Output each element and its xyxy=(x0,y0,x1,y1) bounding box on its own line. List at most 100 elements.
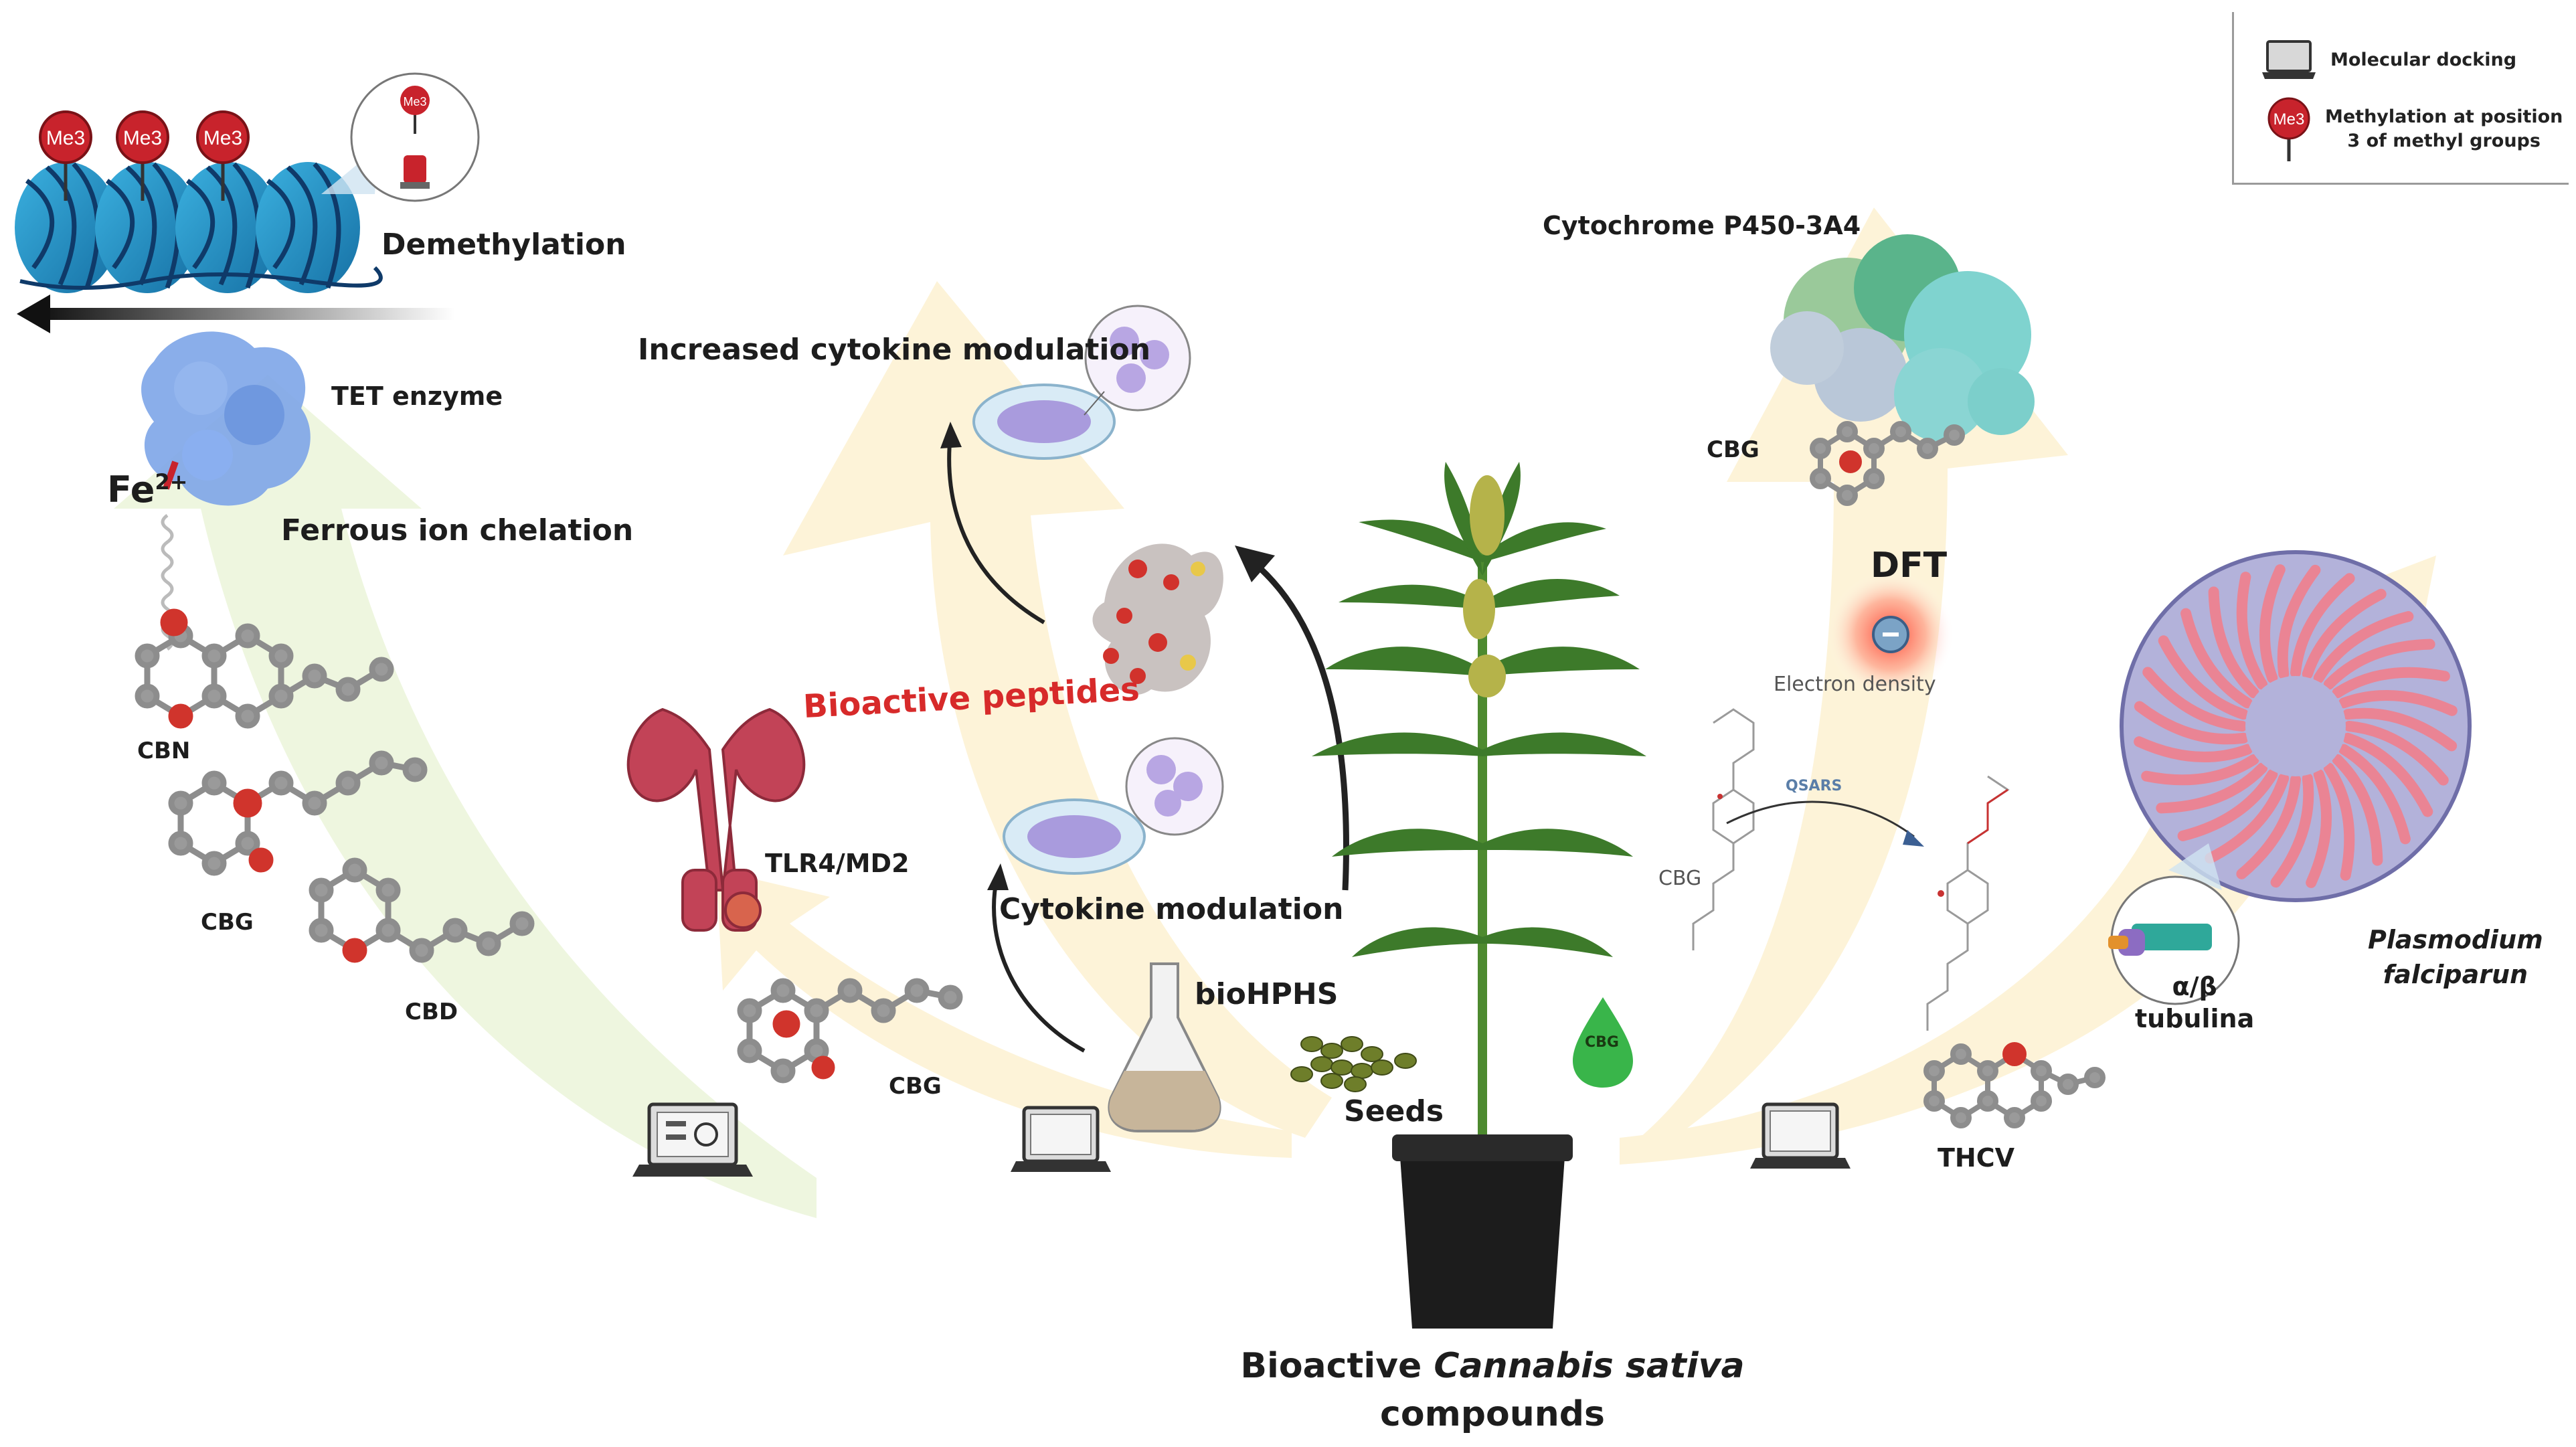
yellow-arrow-tlr xyxy=(716,870,1292,1158)
plasmodium-parasite xyxy=(2120,550,2472,902)
plasmodium-spoke xyxy=(2338,689,2458,716)
legend-methylation-text: Methylation at position 3 of methyl grou… xyxy=(2325,105,2563,153)
label-electron-density: Electron density xyxy=(1774,673,1936,696)
me3-marker-icon: Me3 xyxy=(2267,97,2310,161)
tet-enzyme-protein xyxy=(141,331,311,506)
label-thcv: THCV xyxy=(1938,1143,2015,1173)
plasmodium-line2: falciparun xyxy=(2383,960,2528,989)
label-ferrous-chelation: Ferrous ion chelation xyxy=(281,513,634,547)
label-cbg-qsar: CBG xyxy=(1658,867,1702,890)
label-tlr4-md2: TLR4/MD2 xyxy=(765,849,910,878)
label-demethylation: Demethylation xyxy=(381,228,626,262)
legend-row-methylation: Me3 Methylation at position 3 of methyl … xyxy=(2261,96,2563,163)
svg-text:Me3: Me3 xyxy=(2273,110,2305,129)
molecule-cbg-tlr xyxy=(737,978,963,1084)
plant-pot xyxy=(1392,1134,1573,1329)
label-cbg-tlr: CBG xyxy=(889,1073,942,1100)
laptop-docking-icon xyxy=(1750,1102,1851,1169)
laptop-docking-icon xyxy=(1011,1106,1111,1172)
label-seeds: Seeds xyxy=(1344,1094,1444,1128)
curved-arrow-to-peptides xyxy=(1243,553,1349,891)
plasmodium-spoke xyxy=(2332,667,2450,699)
plasmodium-spoke xyxy=(2134,736,2253,763)
cytochrome-protein xyxy=(1770,234,2035,442)
seeds-pile xyxy=(1290,1036,1417,1092)
laptop-icon xyxy=(2262,40,2316,79)
plasmodium-spoke xyxy=(2205,772,2290,864)
label-fe-ion: Fe2+ xyxy=(107,469,187,511)
plasmodium-spoke xyxy=(2270,772,2314,888)
plasmodium-spoke xyxy=(2134,701,2249,745)
petri-dish-cytokine xyxy=(1003,737,1224,875)
plasmodium-line1: Plasmodium xyxy=(2368,925,2543,954)
plasmodium-spoke xyxy=(2208,586,2259,699)
petri-dish-increased xyxy=(972,305,1191,460)
plasmodium-spoke xyxy=(2342,707,2458,752)
svg-text:Me3: Me3 xyxy=(203,127,242,149)
label-cbg-left: CBG xyxy=(201,909,254,936)
label-qsars: QSARS xyxy=(1786,778,1842,794)
fe-symbol: Fe xyxy=(107,469,155,511)
plasmodium-spoke xyxy=(2323,639,2435,690)
plasmodium-spoke xyxy=(2290,573,2355,678)
zoom-inset-demethylation: Me3 xyxy=(321,72,480,202)
label-plasmodium: Plasmodium falciparun xyxy=(2368,922,2543,992)
flask-biohphs xyxy=(1108,962,1221,1132)
label-tet-enzyme: TET enzyme xyxy=(331,381,503,411)
peptide-structure xyxy=(1092,543,1223,695)
title-word-bioactive: Bioactive xyxy=(1240,1346,1434,1386)
label-cbd: CBD xyxy=(405,999,458,1025)
molecule-thcv xyxy=(1923,1042,2106,1128)
arrow-head xyxy=(1903,830,1924,847)
plasmodium-spoke xyxy=(2332,754,2383,866)
legend-row-docking: Molecular docking xyxy=(2261,39,2516,82)
qsar-arrow xyxy=(1726,800,1915,838)
main-title-line2: compounds xyxy=(1380,1394,1605,1434)
yellow-curved-arrow-immune xyxy=(783,281,1332,1138)
plasmodium-spoke xyxy=(2323,762,2355,881)
label-cbg-cytochrome: CBG xyxy=(1707,436,1759,463)
nucleosome xyxy=(256,162,360,293)
label-cbg-drop: CBG xyxy=(1585,1034,1619,1051)
direction-arrow-shaft xyxy=(40,308,455,320)
me3-tag: Me3 xyxy=(196,110,250,201)
label-dft: DFT xyxy=(1871,545,1948,586)
qsar-structure-right xyxy=(1926,775,2010,1031)
electron-icon xyxy=(1872,616,1909,653)
plasmodium-spoke xyxy=(2141,754,2259,786)
label-cbn: CBN xyxy=(137,738,191,764)
me3-tag: Me3 xyxy=(39,110,92,201)
legend-methylation-line2: 3 of methyl groups xyxy=(2347,131,2541,151)
plasmodium-spoke xyxy=(2177,769,2278,841)
plasmodium-spoke xyxy=(2344,721,2449,786)
cannabis-plant xyxy=(1312,462,1646,1138)
green-curved-arrow xyxy=(114,375,817,1218)
main-title-line1: Bioactive Cannabis sativa xyxy=(1225,1342,1760,1390)
label-tubulin: α/β tubulina xyxy=(2135,970,2254,1035)
laptop-docking-icon xyxy=(632,1102,753,1177)
molecule-cbn xyxy=(135,608,394,729)
plasmodium-spoke xyxy=(2338,744,2411,845)
molecule-cbg-left xyxy=(168,750,428,876)
tubulin-line2: tubulina xyxy=(2135,1004,2255,1033)
qsar-structure-left xyxy=(1692,708,1755,950)
nucleosome-array xyxy=(15,162,383,293)
plasmodium-spoke xyxy=(2313,611,2414,683)
curved-arrow-to-increased xyxy=(947,434,1045,624)
label-biohphs: bioHPHS xyxy=(1195,977,1339,1011)
svg-text:Me3: Me3 xyxy=(403,95,426,108)
svg-text:Me3: Me3 xyxy=(46,127,85,149)
direction-arrow-head xyxy=(17,294,50,333)
title-word-cannabis: Cannabis xyxy=(1434,1346,1614,1386)
legend-docking-label: Molecular docking xyxy=(2330,50,2517,70)
label-increased-cytokine: Increased cytokine modulation xyxy=(638,333,1151,367)
zoom-inset-tubulin xyxy=(2108,843,2240,1005)
plasmodium-spoke xyxy=(2156,762,2268,814)
plasmodium-spoke xyxy=(2277,564,2321,680)
plasmodium-spoke xyxy=(2306,769,2332,888)
plasmodium-spoke xyxy=(2158,635,2249,720)
molecule-cbd xyxy=(309,857,535,963)
arrow-head xyxy=(940,422,962,448)
plasmodium-spoke xyxy=(2259,564,2286,683)
